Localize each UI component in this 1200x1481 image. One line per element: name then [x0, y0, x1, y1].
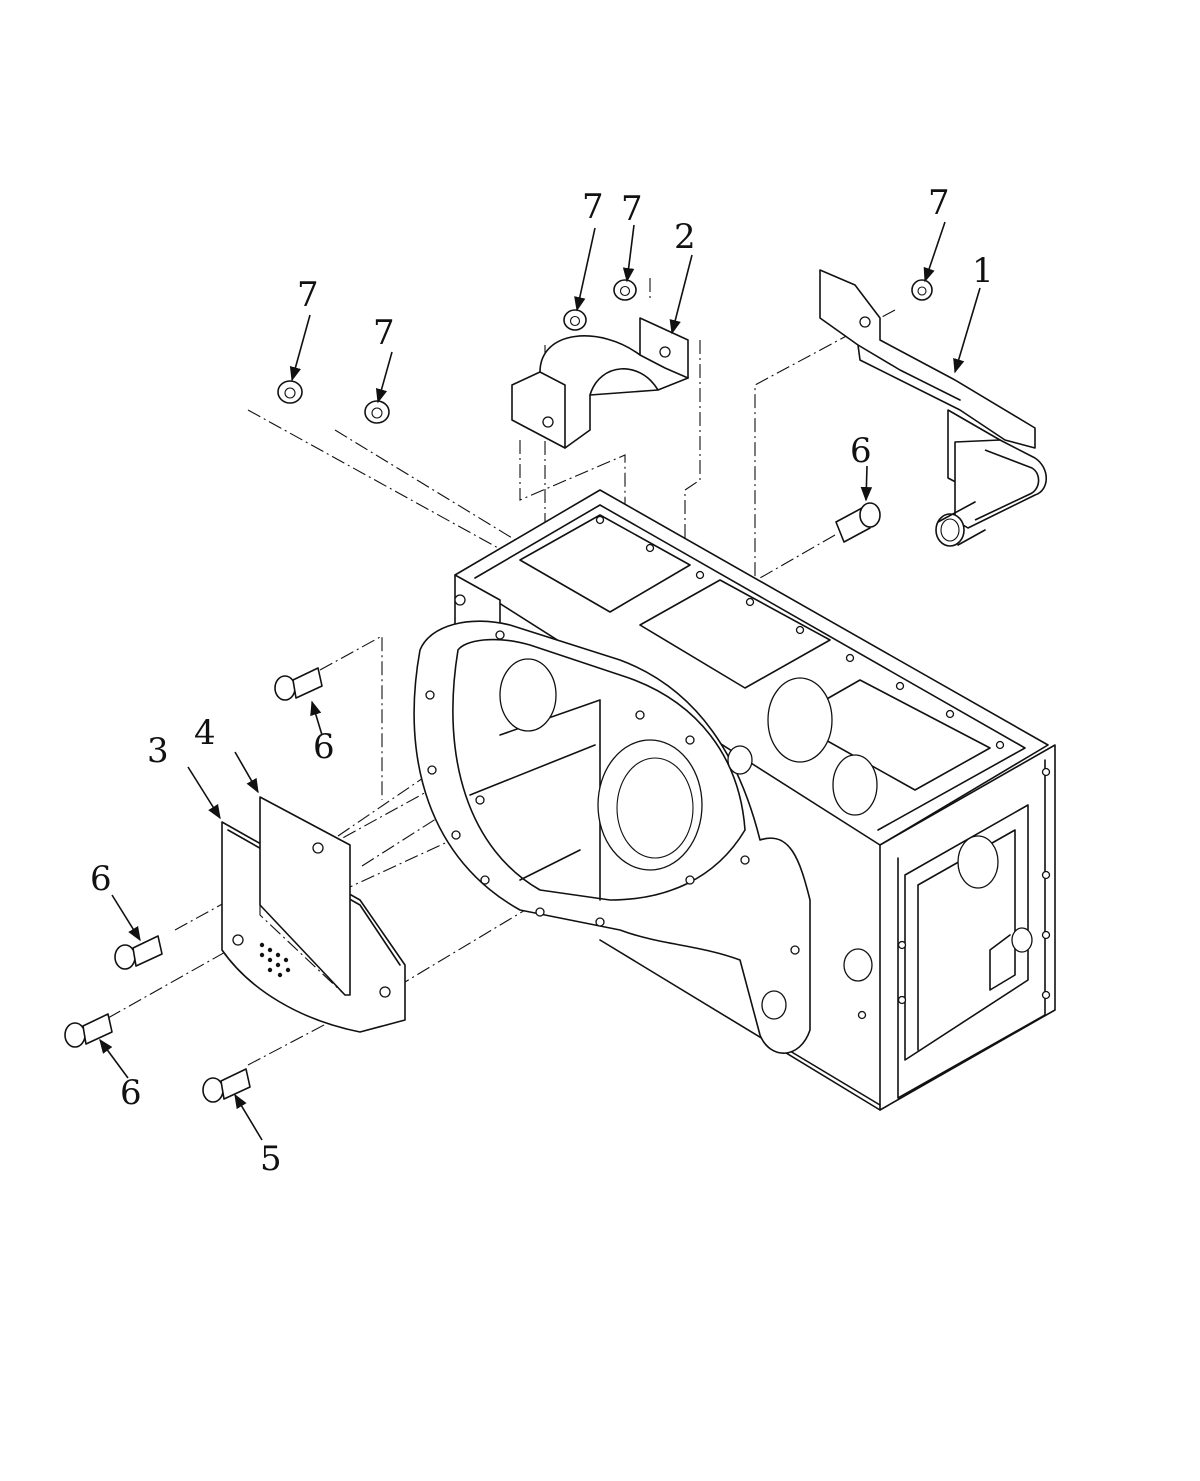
callout-6-lower-a: 6 — [90, 859, 112, 899]
nut-7-e — [911, 279, 933, 301]
bolt-6-lower-a — [114, 935, 163, 970]
callout-2: 2 — [674, 217, 696, 257]
flange-bolt-holes — [425, 515, 1051, 1020]
part-1-pipe-bracket — [819, 269, 1048, 547]
callout-6-top: 6 — [850, 431, 872, 471]
callout-3: 3 — [147, 731, 169, 771]
callout-labels: 1 2 3 4 5 6 6 6 6 7 7 7 7 7 — [90, 183, 994, 1179]
callout-7-a: 7 — [297, 275, 319, 315]
callout-7-c: 7 — [582, 187, 604, 227]
callout-4: 4 — [194, 713, 216, 753]
nut-7-c — [563, 309, 587, 331]
bolt-5 — [202, 1068, 251, 1103]
callout-7-b: 7 — [373, 313, 395, 353]
callout-5: 5 — [260, 1139, 282, 1179]
leader-lines — [99, 221, 981, 1141]
bolt-6-lower-b — [64, 1013, 113, 1048]
nut-7-a — [277, 380, 303, 404]
part-4-shim-plate — [259, 796, 351, 996]
vent-perforations — [259, 942, 291, 978]
callout-1: 1 — [972, 251, 994, 291]
nut-7-d — [613, 279, 637, 301]
callout-6-lower-b: 6 — [120, 1073, 142, 1113]
callout-7-e: 7 — [928, 183, 950, 223]
bolt-6-top — [835, 502, 881, 543]
part-2-saddle-clamp — [511, 317, 689, 449]
transmission-housing — [413, 489, 1056, 1111]
callout-7-d: 7 — [621, 189, 643, 229]
nut-7-b — [364, 400, 390, 424]
callout-6-mid: 6 — [313, 727, 335, 767]
bolt-6-mid — [274, 667, 323, 701]
